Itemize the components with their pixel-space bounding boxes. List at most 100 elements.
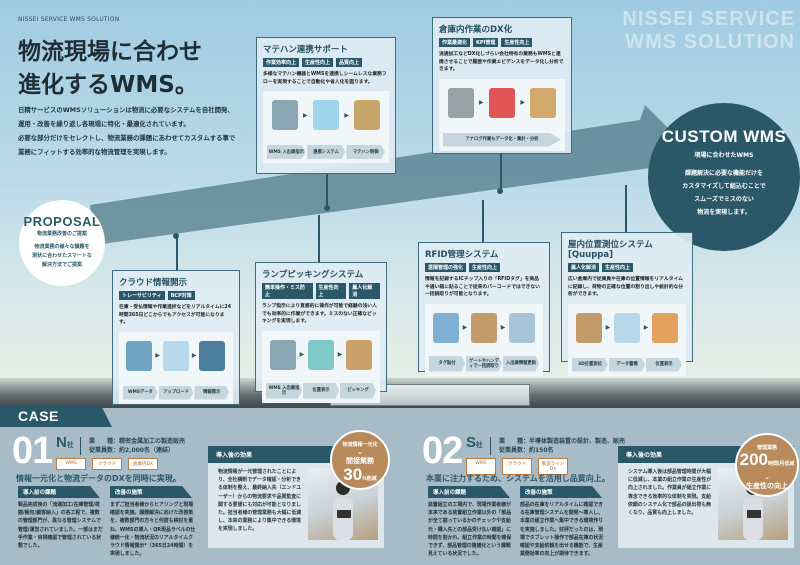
proposal-title: PROPOSAL [23, 214, 101, 229]
badge-top: 管理業務 [756, 445, 777, 451]
card-tag: 作業最適化 [439, 38, 471, 47]
card-description: 在庫・受払情報や作業進捗などをリアルタイムに24時間365日どこからでもアクセス… [119, 305, 232, 325]
company-name: S社 [466, 434, 483, 451]
intro-line: 日精サービスのWMSソリューションは物流に必要なシステムを自社開発、 [18, 106, 234, 114]
illustration-icon [126, 340, 153, 371]
flow-step: ピッキング [340, 382, 376, 399]
company-initial: S [466, 434, 477, 451]
flow-step: WMS 入出庫指示 [266, 382, 302, 399]
connector-pin [173, 233, 179, 239]
custom-subtitle: 現場に合わせたWMS [694, 152, 754, 159]
flow-step: 入出庫情報更新 [503, 355, 539, 372]
flow-step: WMSデータ [123, 385, 158, 400]
case-tag: 製造ラインDX [538, 458, 568, 475]
custom-line: カスタマイズして組込むことで [682, 183, 766, 190]
card-illustration: ▶▶ タグ貼付ゲートやハンディで一括読取り入出庫情報更新 [425, 303, 543, 376]
illustration-icon [269, 339, 296, 370]
card-description: 情報を記録するICチップ入りの「RFIDタグ」を商品や通い箱に貼ることで従来のバ… [425, 277, 540, 297]
flow-step: マテハン制御 [346, 145, 386, 159]
effect-text: システム導入後は部品管理時間が大幅に低減し、本業の組立作業の生産性が向上されまし… [628, 469, 712, 517]
card-tag: KPI管理 [473, 38, 499, 47]
card-tag: 生産性向上 [469, 263, 501, 272]
company-info: 業 種：半導体製造装置の設計、製造、販売従業員数：約150名 [490, 437, 625, 455]
illustration-icon [432, 312, 459, 343]
flow-step: タグ貼付 [429, 355, 465, 372]
case-tag: WMS [466, 458, 496, 475]
feature-card: RFID管理システム 遠隔管理の強化生産性向上 情報を記録するICチップ入りの「… [418, 242, 550, 376]
proposal-subtitle: 物流業務改善のご提案 [36, 231, 87, 237]
card-tag: BCP対策 [167, 291, 195, 300]
card-title: RFID管理システム [425, 250, 499, 260]
badge-value: 30 [343, 465, 363, 484]
brand-label: NISSEI SERVICE WMS SOLUTION [18, 16, 120, 23]
flow-step: ゲートやハンディで一括読取り [466, 355, 502, 372]
arrow-icon: ▶ [520, 99, 525, 106]
illustration-icon [471, 312, 497, 343]
card-title: マテハン連携サポート [263, 45, 348, 55]
connector-line [318, 215, 320, 262]
card-illustration: ▶▶ WMS 入出庫指示連携システムマテハン制御 [263, 91, 389, 163]
illustration-icon [509, 312, 536, 343]
case-headline: 本業に注力するため、システムを活用し品質向上。 [426, 474, 610, 483]
before-section: 導入前の課題製品完成後の「流通加工/在庫管理/荷揃/梱包/顧客納入」の各工程で、… [18, 486, 104, 550]
flow-step: 連携システム [306, 145, 346, 159]
connector-line [482, 200, 484, 242]
before-text: 装置組立の工場内で、現場作業者様が本来である装置組立作業以外の「部品が全て揃って… [428, 502, 512, 558]
intro-line: 必要な部分だけをセレクトし、物流業務の課題にあわせてカスタムする事で [18, 134, 236, 142]
illustration-icon [346, 339, 373, 370]
before-section: 導入前の課題装置組立の工場内で、現場作業者様が本来である装置組立作業以外の「部品… [428, 486, 514, 558]
card-tag: 生産性向上 [315, 283, 347, 299]
custom-wms-circle: CUSTOM WMS 現場に合わせたWMS 課題解決に必要な機能だけをカスタマイ… [648, 103, 800, 251]
card-tag: 作業効率向上 [263, 58, 300, 67]
intro-line: 業務にフィットする効率的な物流管理を実現します。 [18, 148, 171, 156]
illustration-icon [308, 339, 334, 370]
proposal-line: 解決方法でご提案 [41, 262, 82, 268]
card-description: 広い倉庫内で従業員や在庫の位置情報をリアルタイムに記録し、荷物の正確な位置の割り… [568, 277, 684, 297]
chevron-down-icon: ⌄ [764, 473, 770, 481]
measure-title: 改善の施策 [110, 486, 192, 498]
illustration-icon [447, 87, 474, 118]
card-title: 倉庫内作業のDX化 [439, 25, 513, 35]
card-description: 流通加工などDX化しづらい会社特有の業務もWMSと連携させることで履歴や作業エビ… [439, 52, 564, 72]
measure-section: 改善の施策部品の在庫をリアルタイムに確認できる在庫管理システムを開発～導入し、本… [520, 486, 606, 558]
chevron-down-icon: ⌄ [357, 448, 363, 456]
feature-card: マテハン連携サポート 作業効率向上生産性向上品質向上 多様なマテハン機器とWMS… [256, 37, 396, 174]
before-title: 導入前の課題 [428, 486, 510, 498]
illustration-icon [199, 340, 226, 371]
arrow-icon: ▶ [344, 111, 349, 119]
illustration-icon [614, 312, 640, 343]
proposal-circle: PROPOSAL 物流業務改善のご提案 物流業務の様々な課題を現状に合わせたスマ… [19, 200, 105, 286]
illustration-icon [530, 87, 557, 118]
connector-line [326, 173, 328, 211]
illustration-icon [488, 87, 515, 118]
card-tag: 生産性向上 [501, 38, 533, 47]
case-tag: クラウド [502, 458, 532, 475]
card-tag: 品質向上 [336, 58, 363, 67]
measure-text: 部品の在庫をリアルタイムに確認できる在庫管理システムを開発～導入し、本業の組立作… [520, 502, 604, 558]
arrow-icon: ▶ [337, 351, 343, 358]
effect-box: 導入後の効果物流情報が一元管理されたことにより、全社横断でデータ確認・分析できる… [208, 446, 384, 548]
title-line: 進化するWMS。 [18, 72, 198, 99]
card-tag: 遠隔管理の強化 [425, 263, 467, 272]
arrow-icon: ▶ [500, 324, 506, 331]
industry: 業 種：精密金属加工の製造販売 [89, 438, 186, 445]
card-tag: 簡単操作・ミス防止 [262, 283, 313, 299]
custom-line: 課題解決に必要な機能だけを [684, 170, 763, 177]
illustration-icon [312, 100, 339, 130]
arrow-icon: ▶ [303, 111, 308, 119]
flow-step: 位置表示 [303, 382, 339, 399]
page-title: 物流現場に合わせ進化するWMS。 [18, 36, 202, 103]
card-tag: トレーサビリティ [119, 291, 165, 300]
card-tag: 生産性向上 [302, 58, 334, 67]
measure-text: まずご担当者様からヒアリングと現場確認を実施。課題解決に向けた改善策を、複数部門… [110, 502, 196, 558]
card-illustration: ▶▶ WMS 入出庫指示位置表示ピッキング [262, 330, 380, 403]
connector-pin [324, 205, 330, 211]
before-text: 製品完成後の「流通加工/在庫管理/荷揃/梱包/顧客納入」の各工程で、複数の管理部… [18, 502, 103, 550]
company-suffix: 社 [476, 442, 484, 449]
company-name: N社 [56, 434, 74, 451]
proposal-line: 現状に合わせたスマートな [32, 253, 92, 259]
badge-suffix: 低減 [784, 461, 795, 467]
